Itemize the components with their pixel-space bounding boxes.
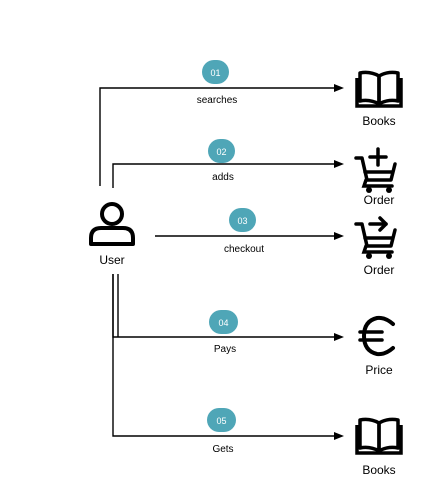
user-icon <box>89 202 135 246</box>
book-icon <box>355 417 403 455</box>
edge-checkout: 03 checkout <box>155 208 344 255</box>
target-order-2-label: Order <box>364 263 395 277</box>
book-icon <box>355 70 403 108</box>
step-badge-02-text: 02 <box>216 147 226 157</box>
step-badge-03-text: 03 <box>237 216 247 226</box>
target-order-1: Order <box>354 147 397 207</box>
step-badge-04-text: 04 <box>218 318 228 328</box>
target-price: Price <box>358 315 395 377</box>
step-badge-01-text: 01 <box>210 68 220 78</box>
step-badge-05 <box>207 408 236 432</box>
arrowhead-pays <box>334 333 344 341</box>
step-badge-01 <box>202 60 229 84</box>
edge-label-searches: searches <box>197 95 238 106</box>
connector-adds <box>112 163 336 188</box>
target-price-label: Price <box>365 363 393 377</box>
arrowhead-adds <box>334 160 344 168</box>
arrowhead-searches <box>334 84 344 92</box>
edge-adds: 02 adds <box>112 139 344 188</box>
cart-add-icon <box>354 147 397 193</box>
connector-searches <box>99 87 336 186</box>
arrowhead-gets <box>334 432 344 440</box>
user-label: User <box>99 253 124 267</box>
euro-icon <box>358 315 395 357</box>
edge-label-adds: adds <box>212 172 234 183</box>
step-badge-03 <box>229 208 256 232</box>
edge-label-checkout: checkout <box>224 244 264 255</box>
edge-label-pays: Pays <box>214 344 236 355</box>
user-actor: User <box>89 202 135 267</box>
connector-gets <box>112 274 336 437</box>
target-books-1: Books <box>355 70 403 128</box>
edge-label-gets: Gets <box>212 444 233 455</box>
step-badge-05-text: 05 <box>216 416 226 426</box>
step-badge-04 <box>209 310 238 334</box>
edge-searches: 01 searches <box>99 60 344 186</box>
target-order-2: Order <box>354 216 397 277</box>
step-badge-02 <box>208 139 235 163</box>
edge-gets: 05 Gets <box>112 274 344 455</box>
target-books-1-label: Books <box>362 114 395 128</box>
arrowhead-checkout <box>334 232 344 240</box>
target-books-2-label: Books <box>362 463 395 477</box>
target-books-2: Books <box>355 417 403 477</box>
cart-checkout-icon <box>354 216 397 259</box>
target-order-1-label: Order <box>364 193 395 207</box>
edge-pays: 04 Pays <box>112 274 344 355</box>
